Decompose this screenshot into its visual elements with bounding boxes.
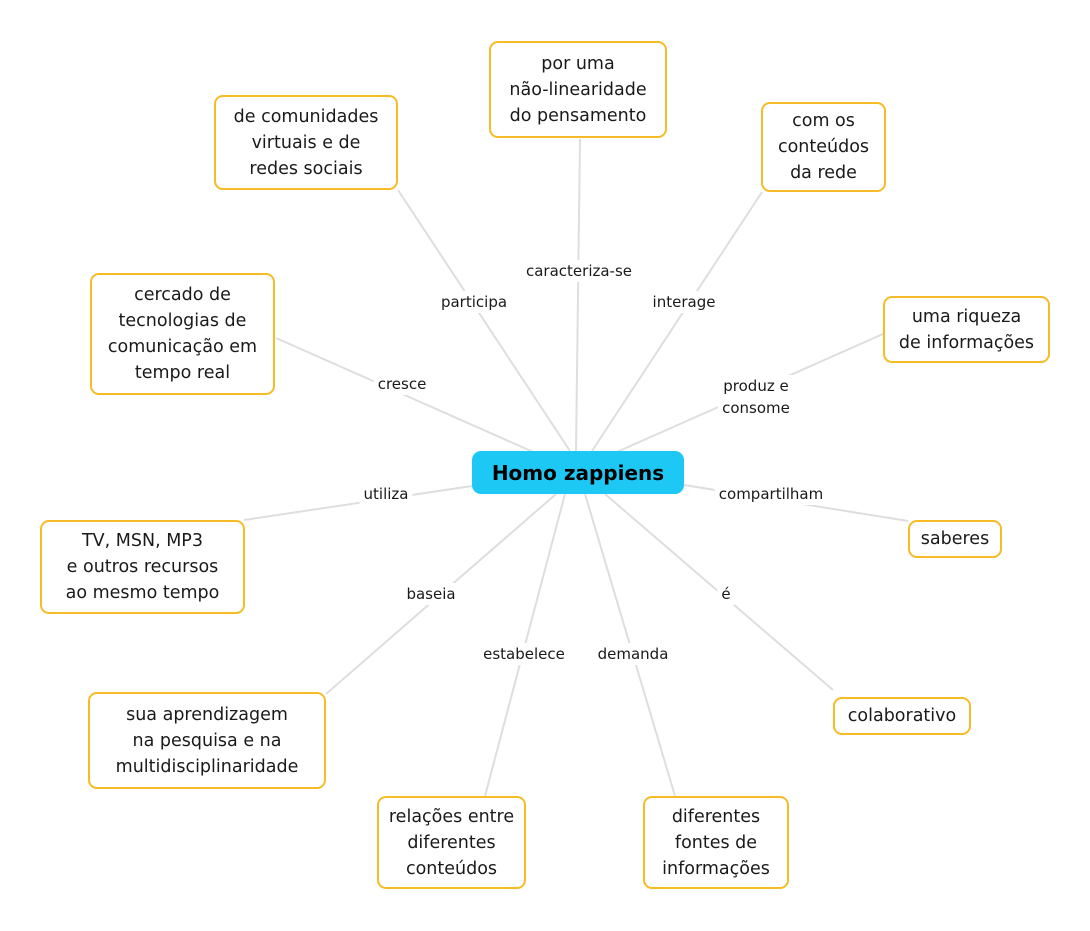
relation-utiliza: utiliza <box>359 483 413 505</box>
connector-interage <box>591 191 763 452</box>
node-tv-msn-mp3[interactable]: TV, MSN, MP3 e outros recursos ao mesmo … <box>40 520 245 614</box>
node-saberes[interactable]: saberes <box>908 520 1002 558</box>
relation-estabelece: estabelece <box>479 643 569 665</box>
central-topic[interactable]: Homo zappiens <box>472 451 684 494</box>
relation-e: é <box>717 583 735 605</box>
connector-participa <box>397 189 571 452</box>
node-comunidades-virtuais[interactable]: de comunidades virtuais e de redes socia… <box>214 95 398 190</box>
node-relacoes-entre-conteudos[interactable]: relações entre diferentes conteúdos <box>377 796 526 889</box>
relation-caracteriza: caracteriza-se <box>521 260 637 282</box>
node-tecnologias-comunicacao[interactable]: cercado de tecnologias de comunicação em… <box>90 273 275 395</box>
node-fontes-de-informacoes[interactable]: diferentes fontes de informações <box>643 796 789 889</box>
node-conteudos-da-rede[interactable]: com os conteúdos da rede <box>761 102 886 192</box>
connector-utiliza <box>243 485 473 521</box>
node-nao-linearidade[interactable]: por uma não-linearidade do pensamento <box>489 41 667 138</box>
connector-caracteriza <box>575 138 581 452</box>
relation-compartilham: compartilham <box>714 483 828 505</box>
relation-demanda: demanda <box>593 643 673 665</box>
relation-cresce: cresce <box>373 373 431 395</box>
node-aprendizagem-pesquisa[interactable]: sua aprendizagem na pesquisa e na multid… <box>88 692 326 789</box>
relation-produz: produz e consome <box>718 375 794 419</box>
node-colaborativo[interactable]: colaborativo <box>833 697 971 735</box>
relation-participa: participa <box>436 291 512 313</box>
relation-baseia: baseia <box>402 583 460 605</box>
relation-interage: interage <box>648 291 720 313</box>
node-riqueza-de-informacoes[interactable]: uma riqueza de informações <box>883 296 1050 363</box>
connector-cresce <box>275 337 541 456</box>
